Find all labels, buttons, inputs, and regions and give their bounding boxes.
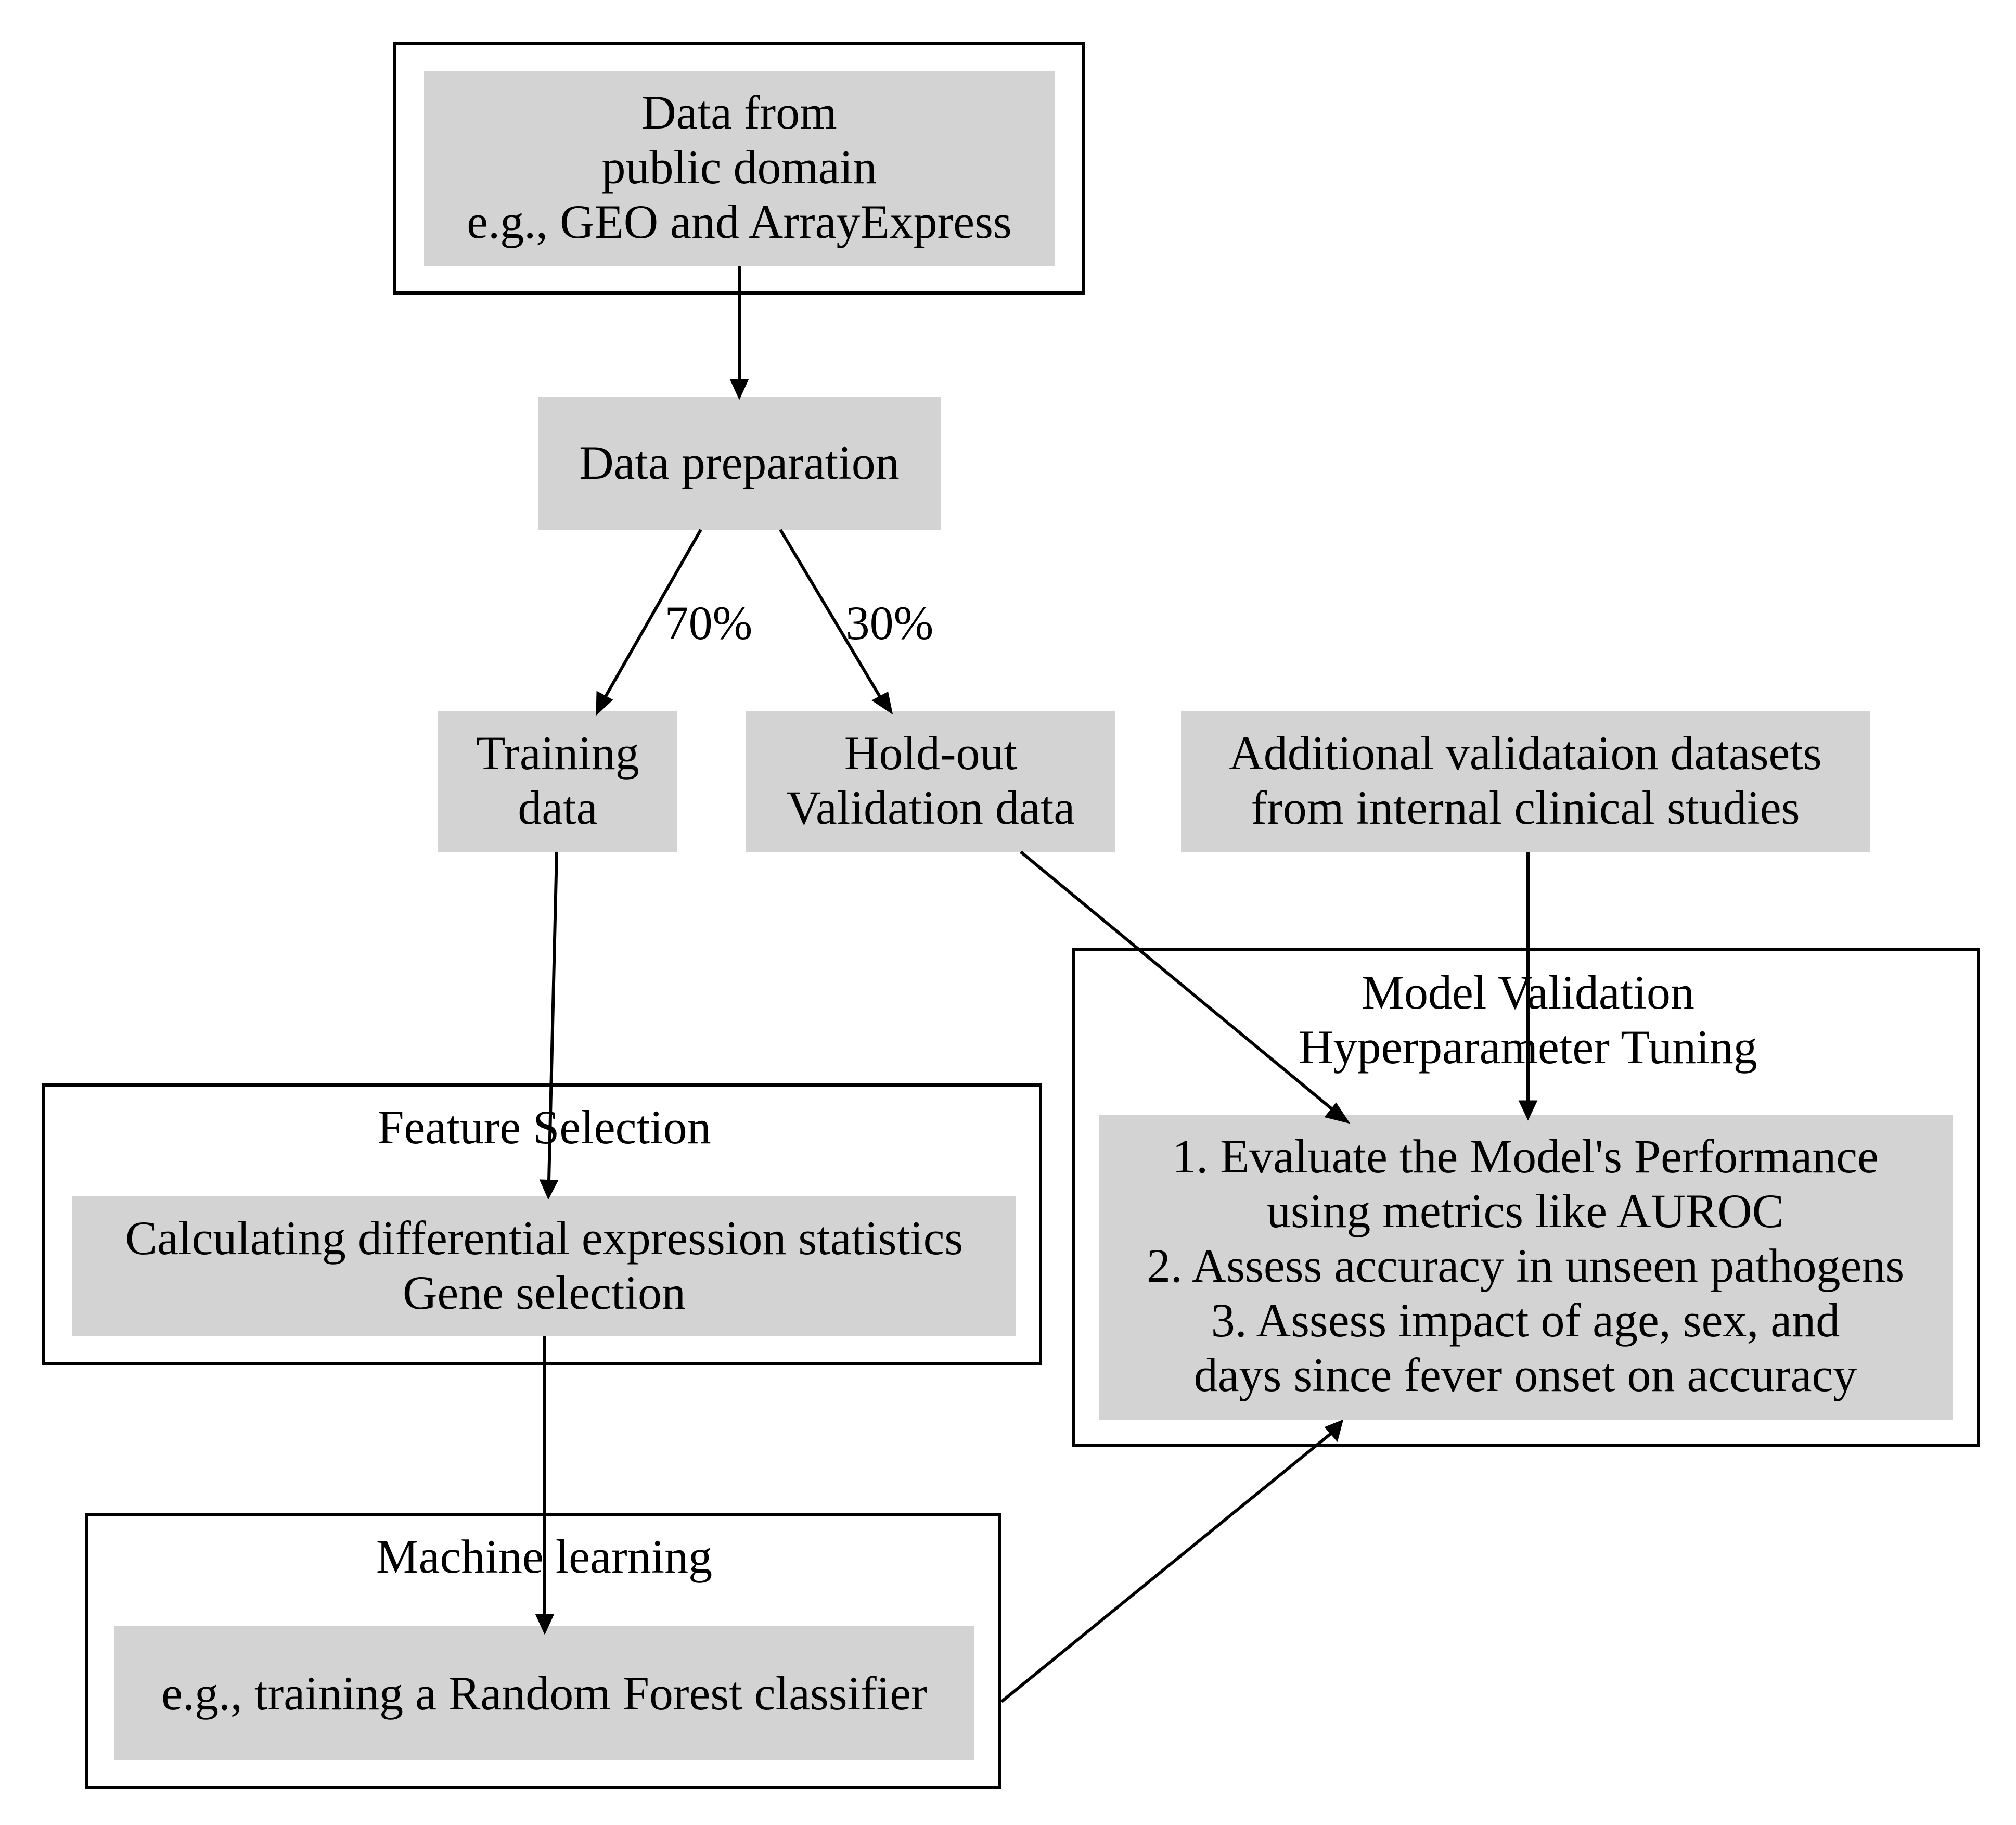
node-holdout-data (746, 711, 1115, 852)
node-holdout-data-line-2: Validation data (787, 781, 1075, 834)
cluster-title-machine-learning: Machine learning (376, 1530, 712, 1583)
node-feature-calc (72, 1196, 1016, 1336)
arrowhead-prep (729, 379, 749, 400)
node-training-data (438, 711, 677, 852)
node-ml-training (114, 1626, 974, 1760)
node-evaluation-line-3: 2. Assess accuracy in unseen pathogens (1147, 1239, 1904, 1292)
node-public-data-line-2: public domain (602, 141, 877, 194)
cluster-feature-selection (42, 1083, 1042, 1365)
arrowhead-holdout (871, 691, 893, 715)
edge-ml-to-eval (1000, 1432, 1332, 1703)
arrowhead-eval-holdout (1324, 1102, 1351, 1124)
arrowhead-ml (535, 1614, 555, 1635)
edge-prep-to-holdout (779, 529, 882, 698)
node-training-data-line-2: data (518, 781, 597, 834)
cluster-title-model-validation-line-1: Model Validation (1362, 966, 1694, 1019)
node-data-preparation (538, 397, 941, 530)
node-additional-data-line-1: Additional validataion datasets (1229, 726, 1822, 780)
node-data-preparation-label: Data preparation (579, 436, 900, 489)
node-evaluation-line-2: using metrics like AUROC (1267, 1184, 1784, 1237)
cluster-model-validation (1072, 948, 1980, 1447)
arrowhead-eval-additional (1518, 1100, 1538, 1121)
node-evaluation-line-1: 1. Evaluate the Model's Performance (1172, 1130, 1879, 1183)
edge-label-70-percent: 70% (665, 596, 753, 649)
arrowhead-training (596, 691, 613, 716)
node-holdout-data-line-1: Hold-out (844, 726, 1018, 780)
node-public-data (424, 71, 1055, 266)
node-additional-data (1181, 711, 1870, 852)
node-feature-calc-line-2: Gene selection (403, 1266, 686, 1319)
node-evaluation-line-5: days since fever onset on accuracy (1194, 1348, 1857, 1401)
node-feature-calc-line-1: Calculating differential expression stat… (125, 1211, 963, 1265)
node-training-data-line-1: Training (476, 726, 639, 780)
node-evaluation (1099, 1115, 1953, 1420)
cluster-title-model-validation-line-2: Hyperparameter Tuning (1299, 1020, 1757, 1074)
node-public-data-line-1: Data from (641, 86, 837, 139)
cluster-title-feature-selection: Feature Selection (377, 1101, 711, 1154)
arrowhead-eval-ml (1324, 1419, 1344, 1443)
edge-holdout-to-eval (1020, 850, 1336, 1113)
node-evaluation-line-4: 3. Assess impact of age, sex, and (1211, 1294, 1840, 1347)
edge-label-30-percent: 30% (846, 596, 934, 649)
arrowhead-feature (539, 1179, 559, 1200)
edge-prep-to-training (603, 529, 702, 698)
node-public-data-line-3: e.g., GEO and ArrayExpress (467, 195, 1012, 248)
node-additional-data-line-2: from internal clinical studies (1251, 781, 1800, 834)
node-ml-training-label: e.g., training a Random Forest classifie… (161, 1667, 927, 1720)
edge-training-to-feature (547, 851, 558, 1182)
